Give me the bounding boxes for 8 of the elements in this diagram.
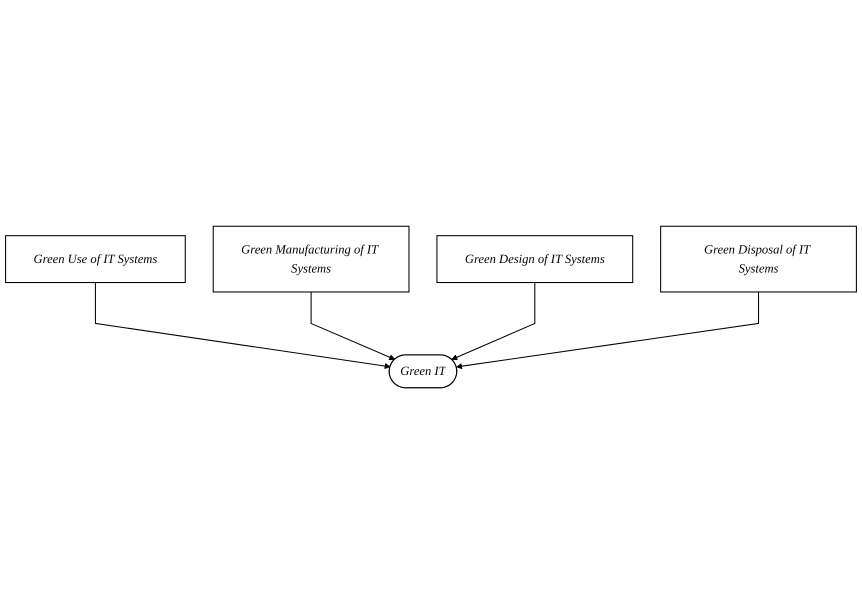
node-box: Green Manufacturing of IT Systems: [212, 225, 410, 292]
node-box: Green Disposal of IT Systems: [660, 225, 857, 292]
node-box: Green Design of IT Systems: [436, 234, 634, 283]
node-box: Green Use of IT Systems: [5, 234, 186, 283]
arrow: [451, 282, 536, 360]
arrow: [310, 291, 396, 360]
arrow: [94, 282, 391, 369]
arrow: [456, 291, 760, 369]
